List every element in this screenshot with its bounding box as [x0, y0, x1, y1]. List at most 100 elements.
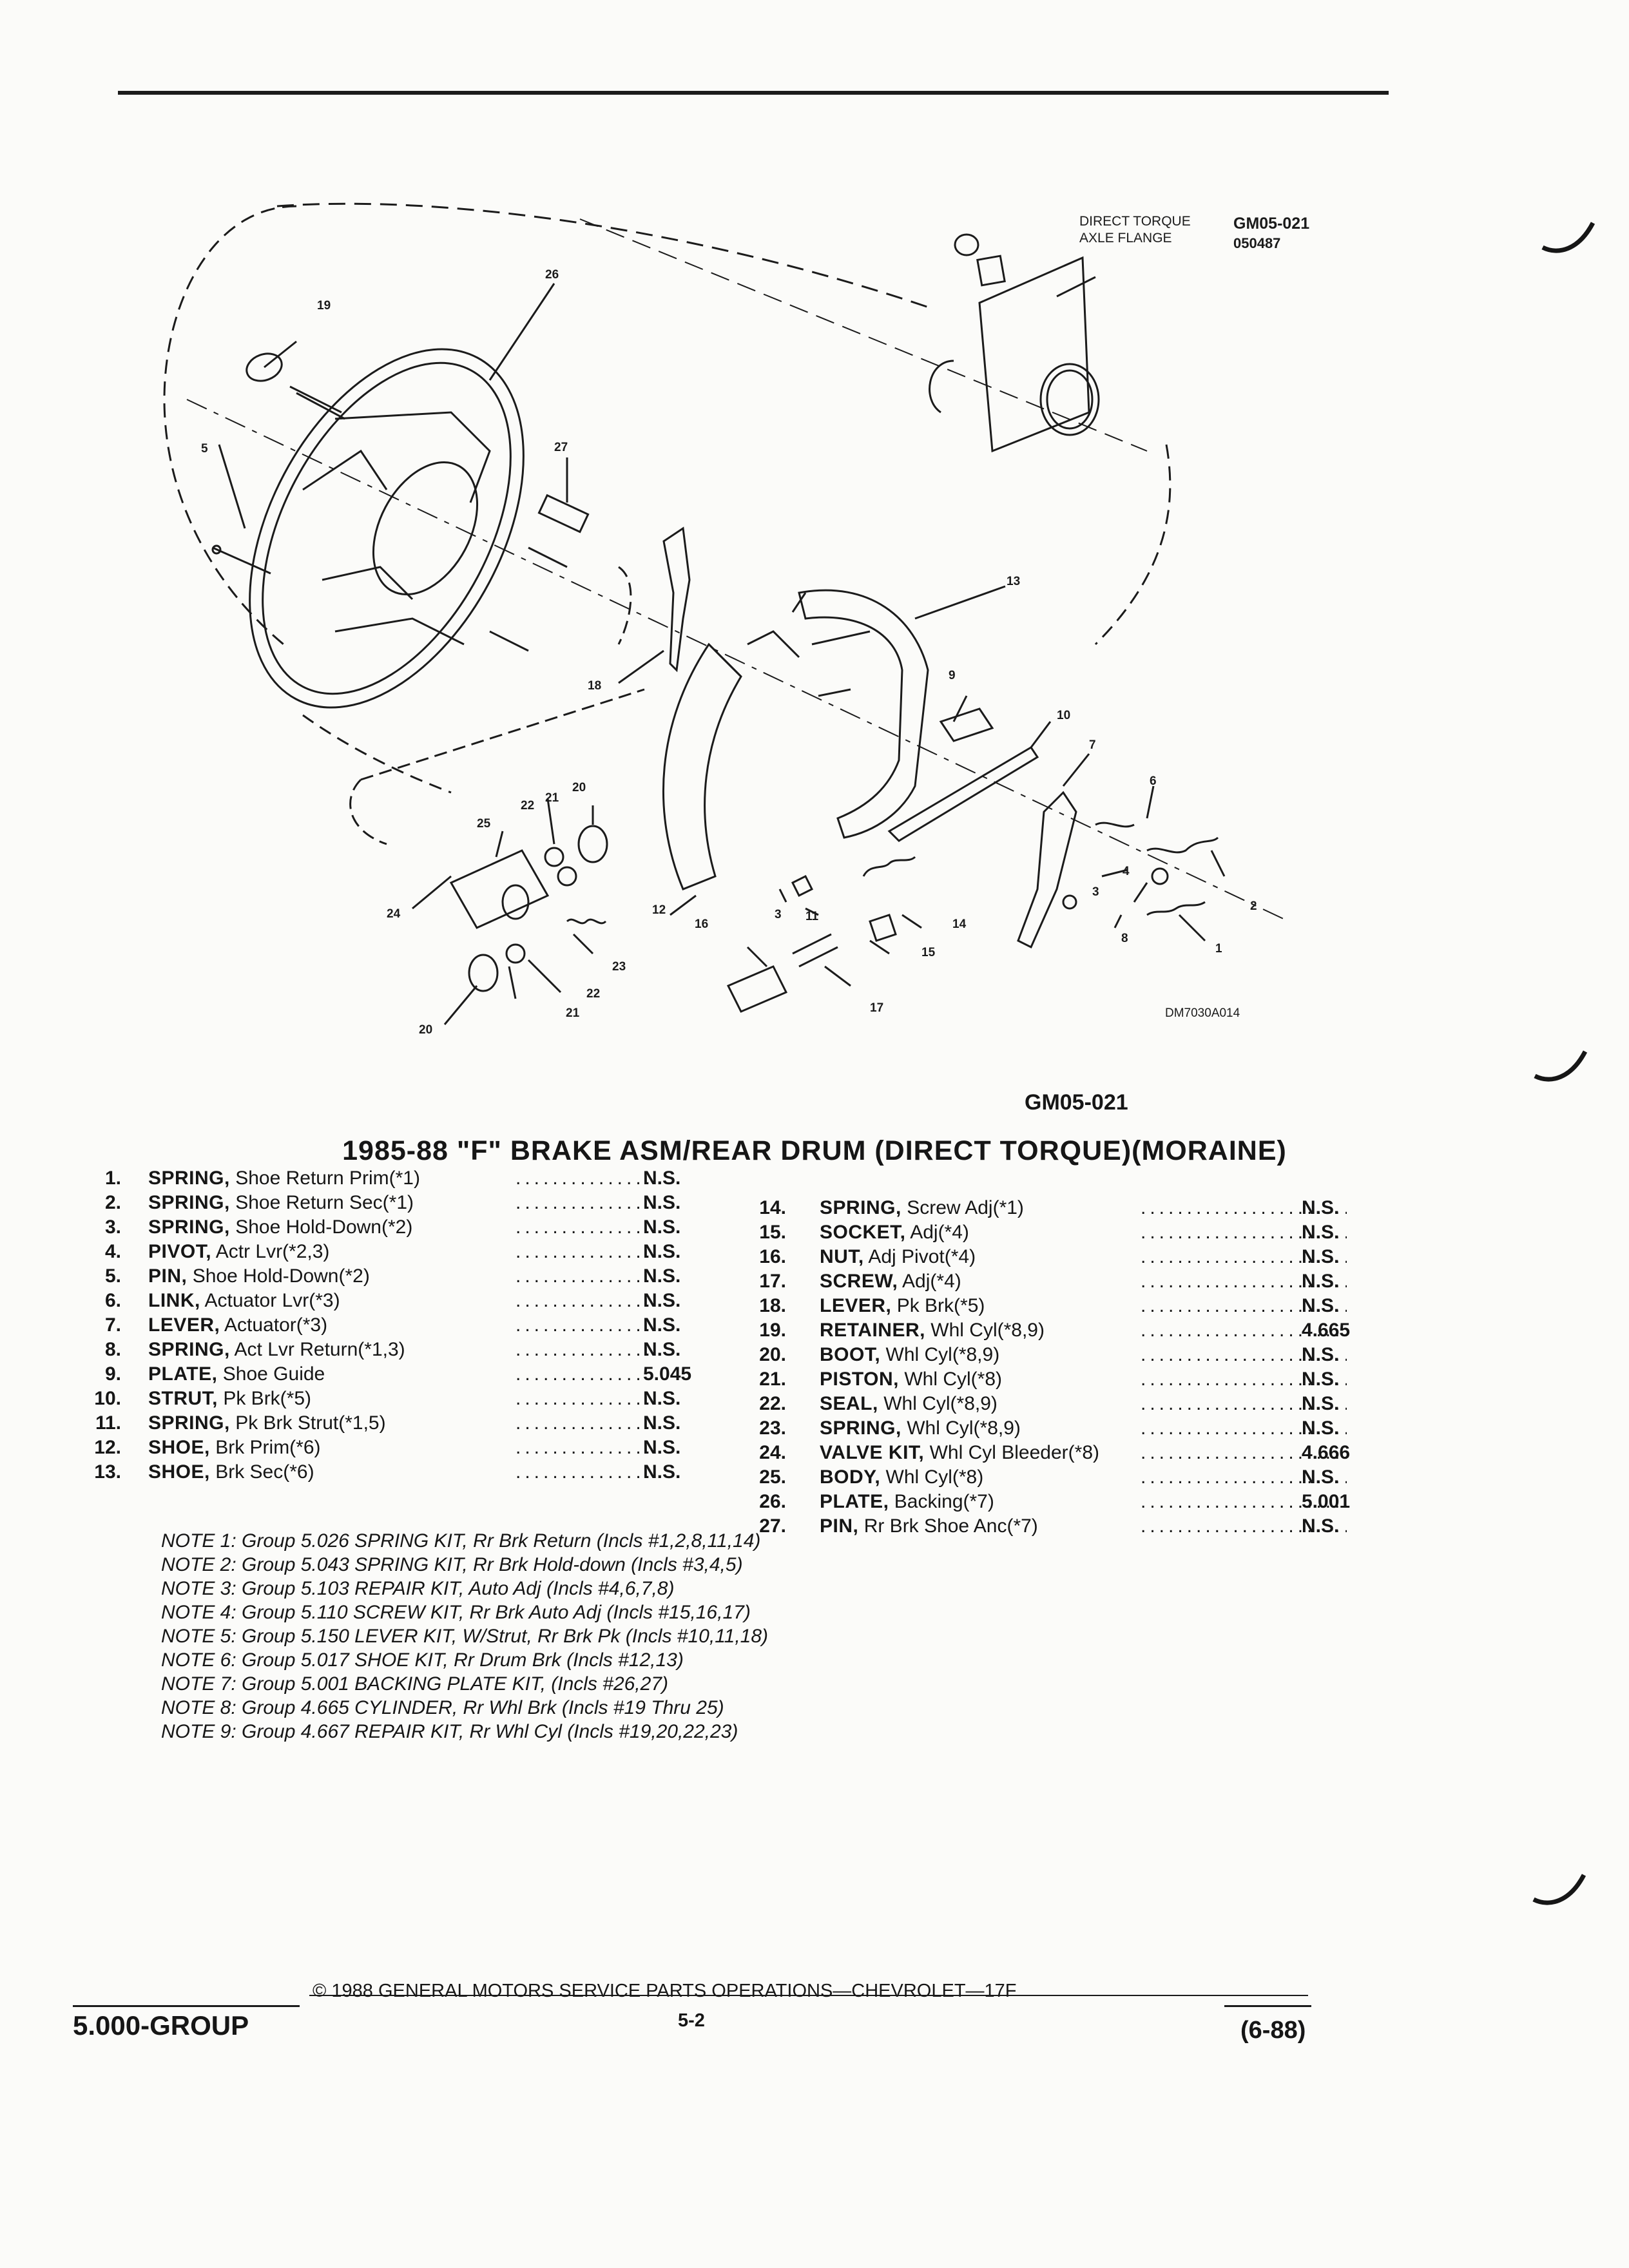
part-description: SPRING, Shoe Return Sec(*1) [148, 1192, 414, 1214]
leader-dots: ........................................… [1141, 1442, 1347, 1463]
callout-17: 17 [870, 1001, 883, 1015]
part-group: N.S. [643, 1265, 681, 1287]
leader-dots: ........................................… [516, 1388, 651, 1409]
note-line: NOTE 3: Group 5.103 REPAIR KIT, Auto Adj… [161, 1578, 675, 1599]
part-group: N.S. [643, 1314, 681, 1336]
leader-dots: ........................................… [1141, 1271, 1347, 1292]
callout-12: 12 [652, 903, 666, 917]
part-name: LEVER, [148, 1314, 220, 1336]
part-detail: Brk Prim(*6) [209, 1437, 321, 1458]
leader-dots: ........................................… [516, 1437, 651, 1458]
part-row: 22.SEAL, Whl Cyl(*8,9)..................… [728, 1393, 1392, 1418]
margin-mark [1541, 222, 1595, 253]
callout-25: 25 [477, 817, 491, 831]
callout-27: 27 [554, 441, 568, 454]
part-number: 2. [104, 1192, 121, 1213]
part-description: SPRING, Pk Brk Strut(*1,5) [148, 1412, 386, 1434]
leader-dots: ........................................… [516, 1412, 651, 1434]
part-row: 6.LINK, Actuator Lvr(*3)................… [71, 1290, 715, 1314]
part-description: SCREW, Adj(*4) [820, 1271, 961, 1293]
callout-13: 13 [1007, 575, 1020, 588]
note-line: NOTE 5: Group 5.150 LEVER KIT, W/Strut, … [161, 1626, 769, 1647]
leader-dots: ........................................… [516, 1241, 651, 1262]
footer-left-rule [73, 2005, 300, 2007]
part-number: 5. [104, 1265, 121, 1287]
part-number: 17. [759, 1271, 786, 1292]
flange-label-line2: AXLE FLANGE [1079, 231, 1172, 245]
part-row: 8.SPRING, Act Lvr Return(*1,3)..........… [71, 1339, 715, 1363]
part-number: 23. [759, 1418, 786, 1439]
part-number: 27. [759, 1515, 786, 1537]
part-detail: Backing(*7) [889, 1491, 994, 1512]
part-detail: Adj(*4) [905, 1222, 969, 1243]
part-description: BODY, Whl Cyl(*8) [820, 1466, 983, 1488]
leader-dots: ........................................… [516, 1265, 651, 1287]
notes-list: NOTE 1: Group 5.026 SPRING KIT, Rr Brk R… [161, 1530, 1257, 1745]
exploded-brake-diagram: 1 2 3 3 4 5 6 7 8 9 10 11 12 13 14 15 16… [163, 202, 1309, 1037]
leader-dots: ........................................… [1141, 1197, 1347, 1218]
page-number: 5-2 [678, 2010, 705, 2031]
part-group: 5.045 [643, 1363, 692, 1385]
part-group: N.S. [643, 1168, 681, 1189]
part-number: 24. [759, 1442, 786, 1463]
part-group: 5.001 [1302, 1491, 1351, 1512]
part-row: 16.NUT, Adj Pivot(*4)...................… [728, 1246, 1392, 1271]
part-name: SPRING, [148, 1339, 230, 1360]
part-row: 25.BODY, Whl Cyl(*8)....................… [728, 1466, 1392, 1491]
part-name: BOOT, [820, 1344, 881, 1365]
part-name: PIN, [148, 1265, 188, 1287]
part-row: 21.PISTON, Whl Cyl(*8)..................… [728, 1369, 1392, 1393]
part-name: SHOE, [148, 1437, 210, 1458]
part-description: LINK, Actuator Lvr(*3) [148, 1290, 340, 1312]
part-detail: Act Lvr Return(*1,3) [229, 1339, 405, 1360]
callout-4: 4 [1123, 865, 1130, 878]
margin-mark [1534, 1050, 1588, 1082]
callout-3b: 3 [775, 908, 782, 921]
part-detail: Whl Cyl(*8) [898, 1369, 1002, 1390]
callout-22: 22 [521, 799, 534, 812]
part-description: BOOT, Whl Cyl(*8,9) [820, 1344, 999, 1366]
callout-2: 2 [1250, 899, 1257, 913]
part-name: SCREW, [820, 1271, 898, 1292]
part-description: RETAINER, Whl Cyl(*8,9) [820, 1320, 1045, 1341]
part-row: 5.PIN, Shoe Hold-Down(*2)...............… [71, 1265, 715, 1290]
callout-20: 20 [572, 781, 586, 794]
part-name: SOCKET, [820, 1222, 906, 1243]
part-number: 20. [759, 1344, 786, 1365]
leader-dots: ........................................… [516, 1461, 651, 1483]
margin-mark [1532, 1874, 1586, 1905]
callout-24: 24 [387, 907, 401, 921]
leader-dots: ........................................… [516, 1339, 651, 1360]
callout-19: 19 [317, 299, 331, 312]
part-name: SPRING, [820, 1197, 901, 1218]
part-name: VALVE KIT, [820, 1442, 925, 1463]
part-description: LEVER, Pk Brk(*5) [820, 1295, 985, 1317]
part-description: SPRING, Shoe Return Prim(*1) [148, 1168, 420, 1189]
part-name: LINK, [148, 1290, 200, 1311]
part-row: 26.PLATE, Backing(*7)...................… [728, 1491, 1392, 1515]
leader-dots: ........................................… [1141, 1246, 1347, 1267]
callout-1: 1 [1215, 942, 1222, 956]
part-number: 18. [759, 1295, 786, 1316]
leader-dots: ........................................… [1141, 1344, 1347, 1365]
callout-7: 7 [1089, 738, 1096, 752]
note-line: NOTE 1: Group 5.026 SPRING KIT, Rr Brk R… [161, 1530, 761, 1552]
part-name: PIN, [820, 1515, 859, 1537]
part-detail: Whl Cyl(*8) [880, 1466, 984, 1488]
part-group: N.S. [1302, 1369, 1340, 1390]
leader-dots: ........................................… [1141, 1369, 1347, 1390]
part-description: NUT, Adj Pivot(*4) [820, 1246, 976, 1268]
part-group: N.S. [1302, 1393, 1340, 1414]
part-group: N.S. [643, 1437, 681, 1458]
part-group: N.S. [643, 1216, 681, 1238]
note-line: NOTE 9: Group 4.667 REPAIR KIT, Rr Whl C… [161, 1721, 738, 1742]
part-detail: Pk Brk(*5) [218, 1388, 312, 1409]
part-number: 26. [759, 1491, 786, 1512]
part-name: NUT, [820, 1246, 864, 1267]
part-group: N.S. [643, 1461, 681, 1483]
part-description: PISTON, Whl Cyl(*8) [820, 1369, 1002, 1390]
part-group: 4.666 [1302, 1442, 1351, 1463]
leader-dots: ........................................… [516, 1192, 651, 1213]
part-row: 3.SPRING, Shoe Hold-Down(*2)............… [71, 1216, 715, 1241]
part-group: N.S. [1302, 1344, 1340, 1365]
